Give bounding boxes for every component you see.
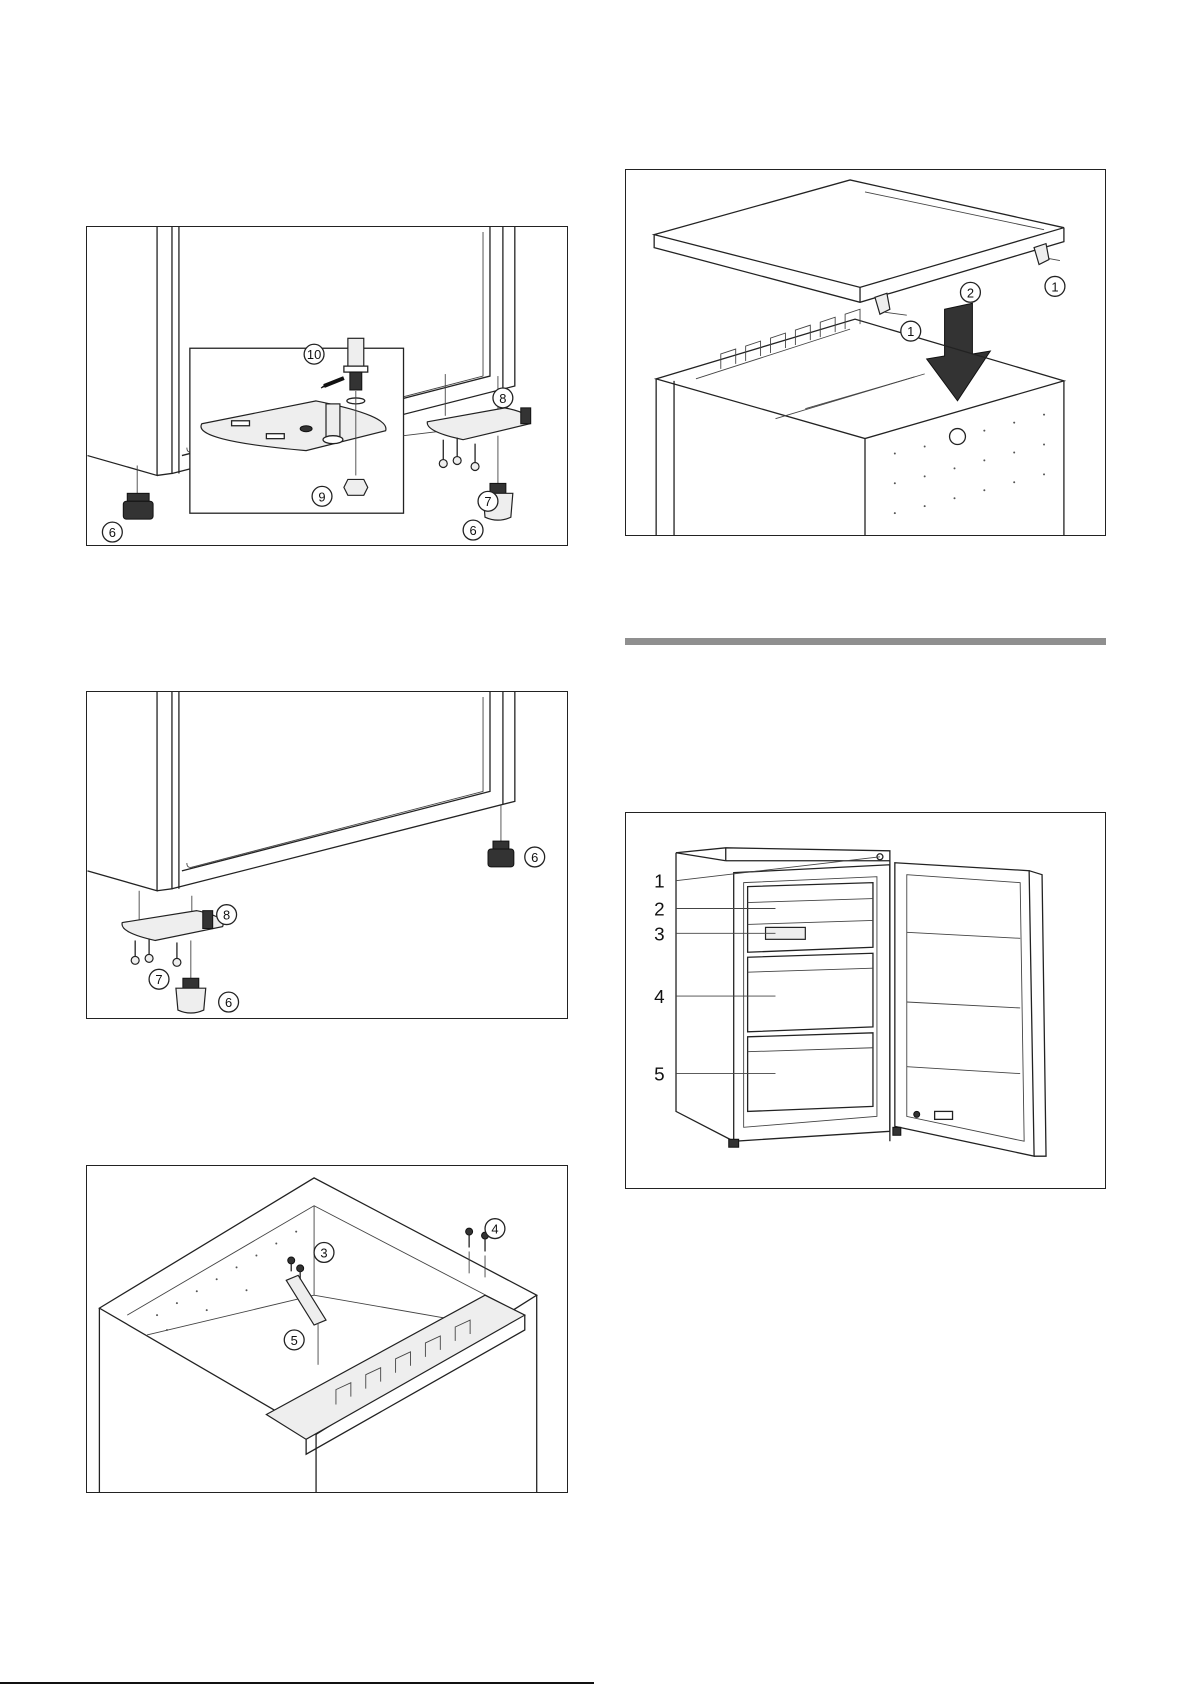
callout-10: 10 — [304, 344, 324, 364]
svg-text:10: 10 — [307, 347, 321, 362]
svg-text:4: 4 — [491, 1222, 498, 1237]
callout-6-bottom: 6 — [219, 992, 239, 1012]
callout-8: 8 — [217, 905, 237, 925]
footer-divider — [0, 1682, 594, 1684]
figure-worktop-removal: 1 1 2 — [625, 169, 1106, 536]
hinge-nut — [344, 479, 368, 495]
svg-text:7: 7 — [484, 494, 491, 509]
svg-text:5: 5 — [291, 1333, 298, 1348]
svg-text:7: 7 — [155, 972, 162, 987]
legend-2: 2 — [654, 899, 665, 920]
illustration-appliance-overview: 1 2 3 4 5 — [626, 813, 1105, 1188]
svg-text:1: 1 — [1051, 279, 1058, 294]
screws — [131, 938, 181, 966]
figure-bottom-hinge-inset: 6 6 7 8 9 10 — [86, 226, 568, 546]
callout-1-right: 1 — [1045, 276, 1065, 296]
adjustable-foot-left — [123, 493, 153, 519]
svg-text:3: 3 — [320, 1245, 327, 1260]
illustration-top-hinge: 3 4 5 — [87, 1166, 567, 1492]
svg-text:6: 6 — [225, 995, 232, 1010]
callout-7: 7 — [149, 969, 169, 989]
legend-5: 5 — [654, 1065, 665, 1086]
drawer-2 — [748, 953, 873, 1032]
adjustable-foot-right — [488, 841, 514, 867]
callout-4: 4 — [485, 1219, 505, 1239]
screws — [439, 438, 479, 471]
callout-5: 5 — [284, 1330, 304, 1350]
worktop-lid — [654, 180, 1064, 302]
legend-3: 3 — [654, 924, 665, 945]
callout-6-top: 6 — [525, 847, 545, 867]
screws-4 — [466, 1228, 489, 1277]
section-divider — [625, 638, 1106, 645]
svg-text:8: 8 — [223, 908, 230, 923]
svg-text:2: 2 — [967, 285, 974, 300]
svg-text:9: 9 — [318, 489, 325, 504]
illustration-bottom-hinge-inset: 6 6 7 8 9 10 — [87, 227, 567, 545]
callout-2: 2 — [960, 282, 980, 302]
down-arrow — [927, 303, 991, 400]
illustration-bottom-hinge-relocated: 6 6 7 8 — [87, 692, 567, 1018]
svg-text:6: 6 — [531, 850, 538, 865]
drawer-1 — [748, 883, 873, 953]
callout-9: 9 — [312, 486, 332, 506]
callout-8: 8 — [493, 388, 513, 408]
callout-1-left: 1 — [901, 321, 921, 341]
svg-text:6: 6 — [469, 523, 476, 538]
figure-top-hinge: 3 4 5 — [86, 1165, 568, 1493]
svg-text:1: 1 — [907, 324, 914, 339]
callout-6-left: 6 — [102, 522, 122, 542]
legend-1: 1 — [654, 872, 665, 893]
appliance-door — [895, 863, 1046, 1156]
callout-6-right: 6 — [463, 520, 483, 540]
svg-text:6: 6 — [109, 525, 116, 540]
callout-7: 7 — [478, 491, 498, 511]
callout-3: 3 — [314, 1243, 334, 1263]
figure-bottom-hinge-relocated: 6 6 7 8 — [86, 691, 568, 1019]
legend-4: 4 — [654, 987, 665, 1008]
top-hinge-bracket — [286, 1275, 326, 1364]
illustration-worktop-removal: 1 1 2 — [626, 170, 1105, 535]
svg-text:8: 8 — [499, 391, 506, 406]
drawer-3 — [748, 1033, 873, 1112]
adjustable-foot-left — [176, 978, 206, 1013]
figure-appliance-overview: 1 2 3 4 5 — [625, 812, 1106, 1189]
